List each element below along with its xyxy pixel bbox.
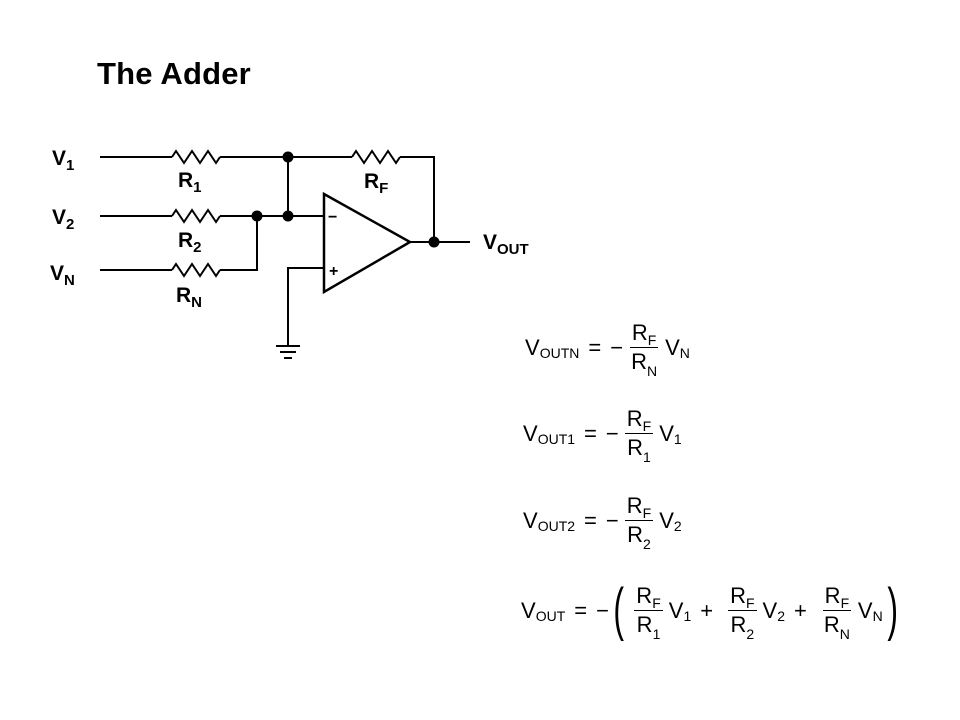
resistor-r2-label: R2 [178,229,202,256]
opamp-plus: + [329,263,338,280]
junction-dot [251,210,263,222]
resistor-r1 [171,149,221,165]
page-title: The Adder [97,56,251,91]
fraction: RF R1 [624,406,654,465]
resistor-rf [351,149,401,165]
fraction: RF RN [629,320,659,379]
opamp-triangle [322,191,413,295]
opamp-minus: − [328,209,337,226]
wire-feedback [400,156,435,242]
right-paren: ) [887,577,898,643]
input-v1-label: V1 [52,147,74,174]
input-vn-label: VN [50,262,75,289]
output-label: VOUT [483,231,529,258]
wire-plus-ground [287,267,324,346]
fraction: RF R1 [634,583,663,642]
junction-dot [428,236,440,248]
resistor-rf-label: RF [364,170,388,197]
resistor-rn-label: RN [176,284,202,311]
wire-rn-node [220,216,258,271]
junction-dot [282,210,294,222]
resistor-r1-label: R1 [178,169,202,196]
resistor-rn [171,262,221,278]
left-paren: ( [613,577,624,643]
junction-dot [282,151,294,163]
fraction: RF R2 [624,493,654,552]
fraction: RF RN [822,583,852,642]
fraction: RF R2 [728,583,757,642]
input-v2-label: V2 [52,206,74,233]
ground-icon [276,345,300,359]
resistor-r2 [171,208,221,224]
